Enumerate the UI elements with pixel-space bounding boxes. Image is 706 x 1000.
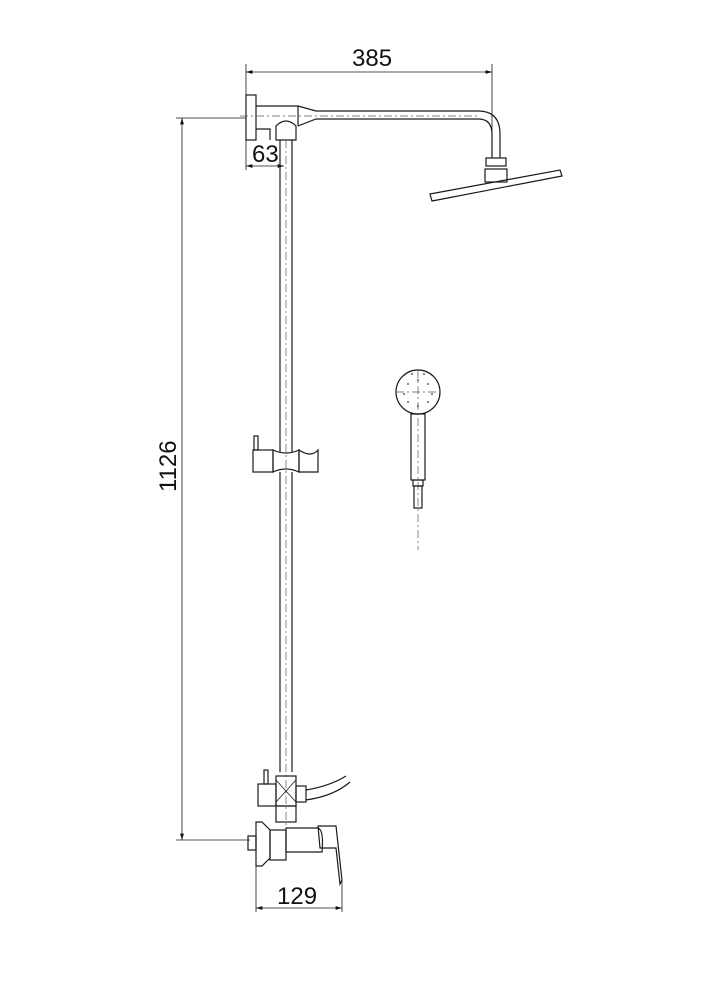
dimension-385: 385 <box>245 45 493 140</box>
diverter <box>257 769 307 823</box>
rain-shower-head <box>429 157 563 202</box>
mixer-valve <box>247 821 324 867</box>
hose <box>305 775 351 801</box>
dimension-385-label: 385 <box>352 45 392 72</box>
dimension-63-label: 63 <box>252 141 279 168</box>
hand-shower-slider <box>252 435 319 473</box>
lever-handle <box>317 825 343 887</box>
dimension-63: 63 <box>245 140 284 170</box>
dimension-1126-label: 1126 <box>155 440 182 492</box>
riser-rail <box>279 140 293 860</box>
dimension-1126: 1126 <box>155 117 250 841</box>
hand-shower <box>395 369 441 550</box>
dimension-129-label: 129 <box>277 883 317 910</box>
dimension-129: 129 <box>255 862 343 912</box>
shower-arm <box>240 105 501 158</box>
wall-flange <box>245 94 257 141</box>
